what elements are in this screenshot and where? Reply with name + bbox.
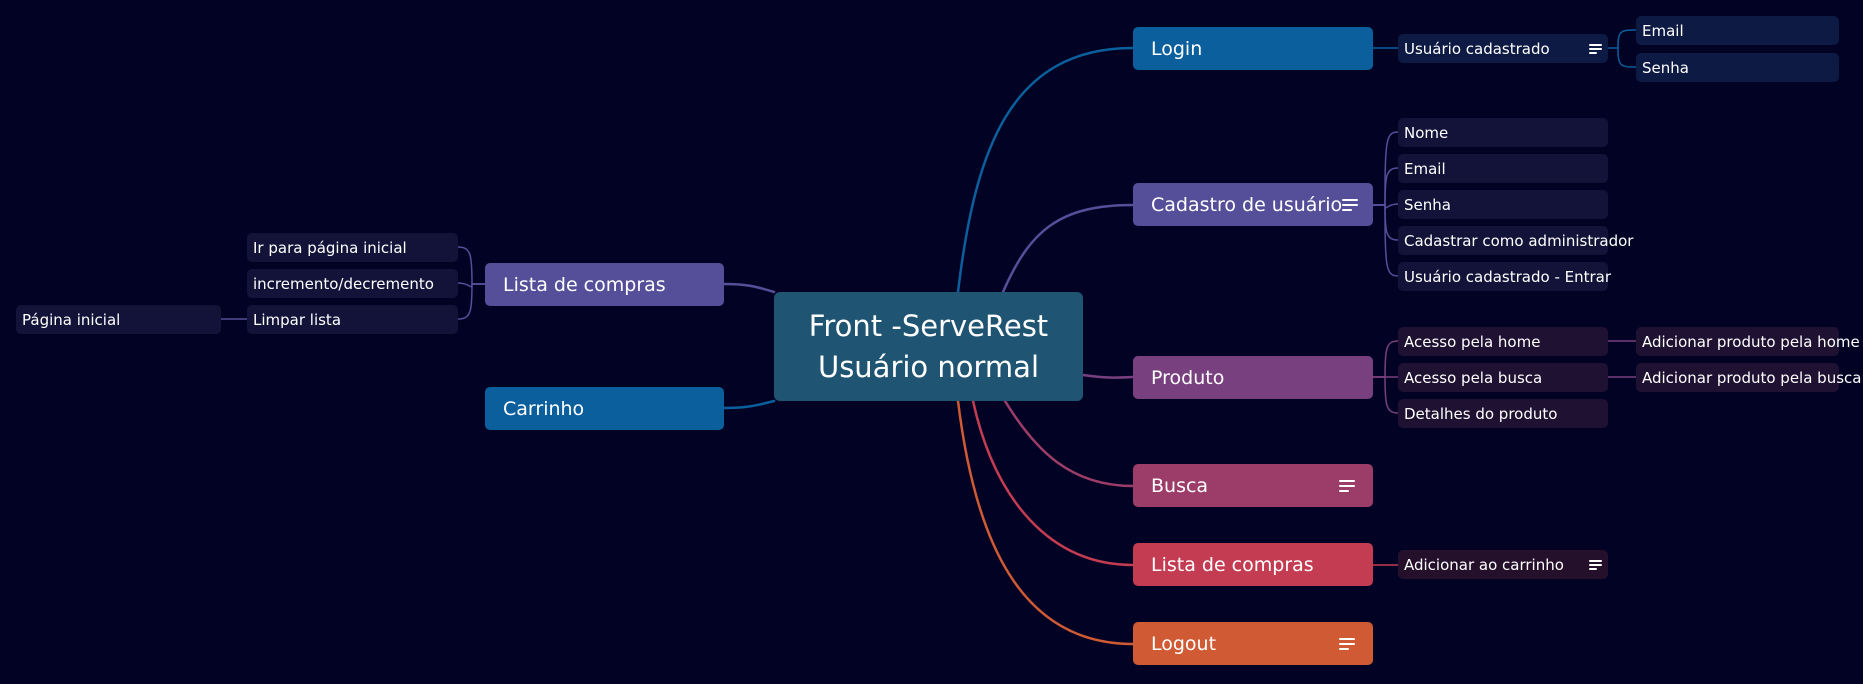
subtopic-label: Página inicial: [22, 310, 121, 329]
link-left-lista-child-0: [457, 246, 486, 285]
link-root-busca: [1003, 399, 1135, 488]
topic-lista-de-compras[interactable]: Lista de compras: [1133, 543, 1373, 586]
link-root-carrinho: [722, 399, 776, 410]
subtopic-label: incremento/decremento: [253, 274, 434, 293]
link-left-lista-child-2: [457, 283, 486, 320]
link-root-cadastro: [1001, 203, 1135, 294]
subtopic-label: Cadastrar como administrador: [1404, 231, 1634, 250]
subtopic-label: Senha: [1404, 195, 1451, 214]
root-subtitle: Usuário normal: [817, 349, 1040, 384]
subtopic-label: Detalhes do produto: [1404, 404, 1558, 423]
subtopic-label: Email: [1404, 159, 1446, 178]
subtopic-acesso-busca[interactable]: Acesso pela busca: [1398, 363, 1608, 392]
link-root-login: [956, 46, 1135, 294]
subtopic-nome[interactable]: Nome: [1398, 118, 1608, 147]
subtopic-email[interactable]: Email: [1398, 154, 1608, 183]
subtopic-label: Nome: [1404, 123, 1449, 142]
root-topic-text: Front -ServeRest Usuário normal: [809, 306, 1048, 388]
topic-login-label: Login: [1151, 37, 1203, 60]
subtopic-pagina-inicial[interactable]: Página inicial: [16, 305, 221, 334]
subtopic-label: Limpar lista: [253, 310, 342, 329]
topic-cadastro-label: Cadastro de usuário: [1151, 193, 1343, 216]
subtopic-label: Acesso pela busca: [1404, 368, 1543, 387]
subtopic-label: Acesso pela home: [1404, 332, 1541, 351]
subtopic-adicionar-busca[interactable]: Adicionar produto pela busca: [1636, 363, 1861, 392]
topic-carrinho-label: Carrinho: [503, 397, 585, 420]
notes-icon[interactable]: [1589, 43, 1602, 54]
link-cadastro-child-4: [1372, 204, 1399, 277]
link-usuario-email: [1617, 29, 1637, 49]
subtopic-usuario-cadastrado-entrar[interactable]: Usuário cadastrado - Entrar: [1398, 262, 1612, 291]
topic-logout-label: Logout: [1151, 632, 1217, 655]
subtopic-acesso-home[interactable]: Acesso pela home: [1398, 327, 1608, 356]
topic-left-lista-label: Lista de compras: [503, 273, 666, 296]
topic-cadastro-de-usuario[interactable]: Cadastro de usuário: [1133, 183, 1373, 226]
subtopic-senha[interactable]: Senha: [1398, 190, 1608, 219]
root-topic[interactable]: Front -ServeRest Usuário normal: [774, 292, 1083, 401]
subtopic-login-senha[interactable]: Senha: [1636, 53, 1839, 82]
subtopic-label: Email: [1642, 21, 1684, 40]
link-produto-child-0: [1372, 340, 1399, 378]
link-root-logout: [956, 399, 1135, 646]
topic-login[interactable]: Login: [1133, 27, 1373, 70]
topic-left-lista-de-compras[interactable]: Lista de compras: [485, 263, 724, 306]
link-root-left-lista: [722, 282, 776, 294]
topic-logout[interactable]: Logout: [1133, 622, 1373, 665]
notes-icon[interactable]: [1342, 198, 1359, 211]
subtopic-incremento-decremento[interactable]: incremento/decremento: [247, 269, 458, 298]
subtopic-detalhes-produto[interactable]: Detalhes do produto: [1398, 399, 1608, 428]
topic-produto-label: Produto: [1151, 366, 1225, 389]
subtopic-label: Adicionar produto pela home: [1642, 332, 1860, 351]
topic-produto[interactable]: Produto: [1133, 356, 1373, 399]
subtopic-adicionar-home[interactable]: Adicionar produto pela home: [1636, 327, 1860, 356]
subtopic-label: Ir para página inicial: [253, 238, 407, 257]
subtopic-adicionar-carrinho[interactable]: Adicionar ao carrinho: [1398, 550, 1608, 579]
subtopic-cadastrar-administrador[interactable]: Cadastrar como administrador: [1398, 226, 1633, 255]
notes-icon[interactable]: [1589, 559, 1602, 570]
subtopic-login-email[interactable]: Email: [1636, 16, 1839, 45]
link-usuario-senha: [1617, 47, 1637, 68]
topic-busca[interactable]: Busca: [1133, 464, 1373, 507]
topic-busca-label: Busca: [1151, 474, 1209, 497]
link-root-produto: [1081, 373, 1135, 379]
topic-carrinho[interactable]: Carrinho: [485, 387, 724, 430]
link-produto-child-2: [1372, 376, 1399, 414]
root-title: Front -ServeRest: [808, 308, 1049, 343]
notes-icon[interactable]: [1339, 637, 1355, 650]
notes-icon[interactable]: [1339, 479, 1355, 492]
subtopic-label: Senha: [1642, 58, 1689, 77]
subtopic-label: Usuário cadastrado - Entrar: [1404, 267, 1612, 286]
subtopic-label: Adicionar produto pela busca: [1642, 368, 1862, 387]
subtopic-limpar-lista[interactable]: Limpar lista: [247, 305, 458, 334]
subtopic-label: Usuário cadastrado: [1404, 39, 1550, 58]
subtopic-ir-pagina-inicial[interactable]: Ir para página inicial: [247, 233, 458, 262]
subtopic-label: Adicionar ao carrinho: [1404, 555, 1564, 574]
link-root-lista: [971, 399, 1135, 567]
subtopic-usuario-cadastrado[interactable]: Usuário cadastrado: [1398, 34, 1608, 63]
topic-lista-label: Lista de compras: [1151, 553, 1314, 576]
